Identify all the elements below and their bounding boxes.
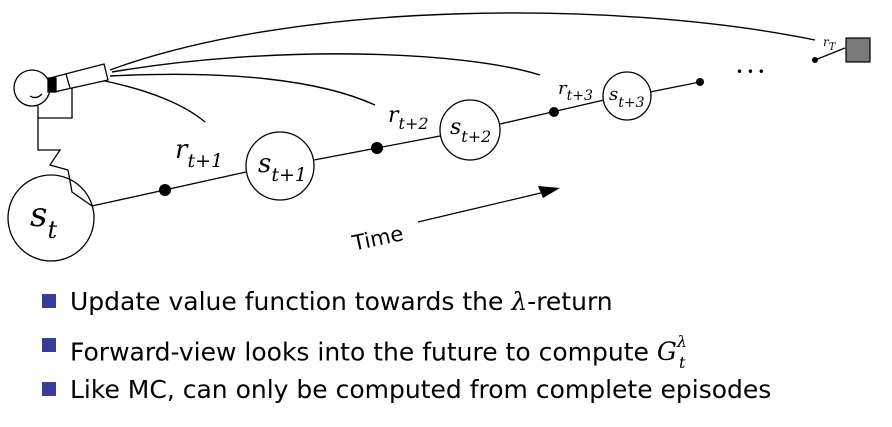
arc-to-terminal bbox=[109, 12, 816, 71]
arc-to-r-t1 bbox=[99, 79, 206, 123]
label-s-t1: st+1 bbox=[258, 149, 307, 186]
agent-leg bbox=[67, 169, 93, 207]
bullet-text: Like MC, can only be computed from compl… bbox=[70, 375, 772, 404]
label-s-t2: st+2 bbox=[450, 115, 491, 146]
reward-dot-t3 bbox=[549, 107, 559, 117]
time-label: Time bbox=[349, 221, 405, 255]
time-arrow bbox=[417, 186, 560, 223]
forward-view-diagram: • • • st st+1 st+2 st+3 rt+1 rt+2 rt+3 r… bbox=[7, 12, 871, 262]
bullet-text: Forward-view looks into the future to co… bbox=[70, 332, 687, 373]
bullet-marker bbox=[42, 338, 56, 352]
state-s-t1 bbox=[245, 131, 315, 201]
state-circles bbox=[7, 71, 652, 262]
label-r-t3: rt+3 bbox=[558, 78, 593, 104]
bullet-text: Update value function towards the λ-retu… bbox=[70, 287, 613, 316]
agent-smile bbox=[29, 93, 43, 99]
agent-body bbox=[37, 88, 73, 171]
arc-to-r-t2 bbox=[109, 73, 376, 106]
arc-to-r-t3 bbox=[111, 53, 541, 76]
reward-dot-T bbox=[812, 57, 818, 63]
reward-dots bbox=[159, 57, 818, 196]
label-r-t2: rt+2 bbox=[388, 103, 429, 133]
label-s-t: st bbox=[30, 195, 57, 244]
label-r-t1: rt+1 bbox=[175, 135, 223, 172]
label-r-T: rT bbox=[823, 35, 837, 53]
terminal-state bbox=[845, 37, 871, 63]
reward-dot-t2 bbox=[371, 142, 383, 154]
agent-head bbox=[13, 69, 51, 107]
telescope-icon bbox=[47, 63, 109, 93]
bullet-marker bbox=[42, 382, 56, 396]
state-s-t3 bbox=[602, 71, 652, 121]
reward-dot-t4 bbox=[696, 78, 704, 86]
label-s-t3: st+3 bbox=[609, 84, 645, 111]
ellipsis: • • • bbox=[736, 65, 765, 79]
lookahead-arcs bbox=[99, 12, 816, 123]
reward-dot-t1 bbox=[159, 184, 171, 196]
bullet-marker bbox=[42, 294, 56, 308]
state-s-t bbox=[7, 174, 95, 262]
state-s-t2 bbox=[439, 99, 501, 161]
